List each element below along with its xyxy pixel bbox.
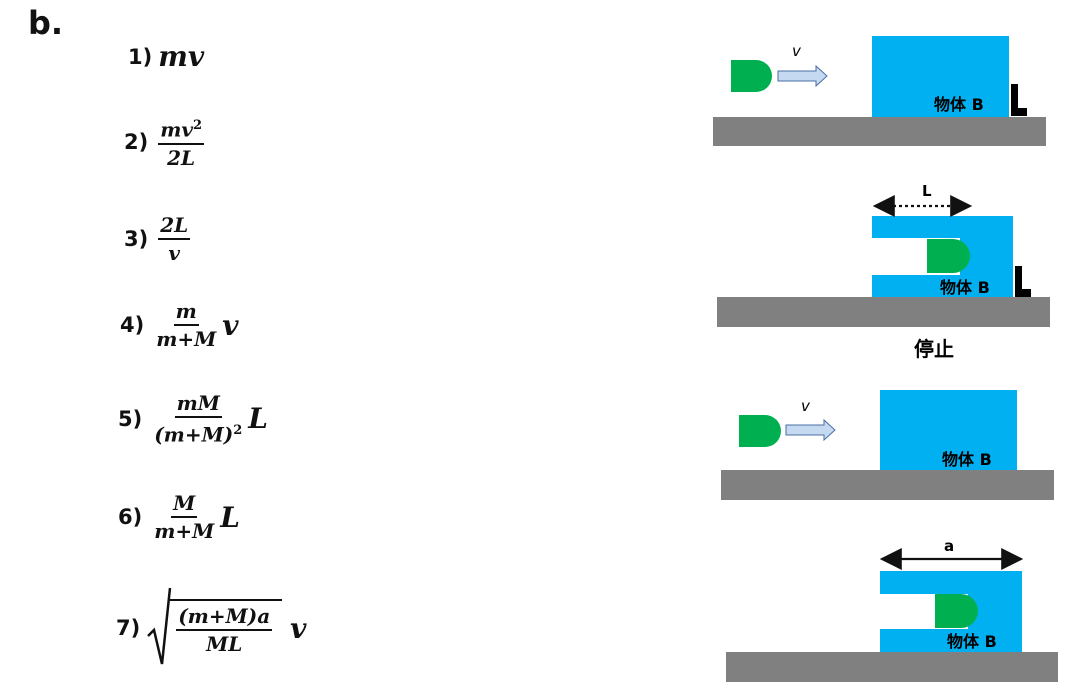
option-7: 7) (m+M)a ML v bbox=[116, 586, 306, 670]
option-number: 3) bbox=[124, 227, 149, 251]
bullet bbox=[739, 415, 781, 447]
option-number: 1) bbox=[128, 44, 153, 69]
section-label: b. bbox=[28, 4, 64, 42]
block-label: 物体 B bbox=[947, 632, 997, 651]
option-number: 4) bbox=[120, 313, 145, 337]
option-expression: mv bbox=[158, 40, 205, 73]
option-1: 1) mv bbox=[128, 40, 204, 73]
depth-label: a bbox=[944, 537, 954, 555]
fraction: (m+M)a ML bbox=[176, 603, 273, 657]
fraction: m m+M bbox=[154, 298, 218, 352]
option-3: 3) 2L v bbox=[124, 212, 194, 266]
block-b bbox=[872, 36, 1009, 117]
option-tail: L bbox=[248, 402, 268, 436]
block-label: 物体 B bbox=[942, 450, 992, 469]
fraction: M m+M bbox=[152, 490, 216, 544]
wall-stopper bbox=[1015, 266, 1031, 297]
option-number: 6) bbox=[118, 505, 143, 529]
fraction: mM (m+M)2 bbox=[152, 390, 244, 448]
block-b bbox=[872, 216, 1013, 297]
panel-4-embedded: 物体 B a bbox=[726, 537, 1058, 682]
option-number: 5) bbox=[118, 406, 143, 431]
option-6: 6) M m+M L bbox=[118, 490, 240, 544]
velocity-label: v bbox=[801, 397, 811, 415]
radical-sign bbox=[147, 587, 172, 665]
option-tail: v bbox=[290, 611, 307, 645]
block-b bbox=[880, 571, 1022, 652]
panel-2-stopped: 物体 B L 停止 bbox=[717, 182, 1050, 361]
velocity-label: v bbox=[792, 42, 802, 60]
fraction: mv2 2L bbox=[158, 113, 205, 171]
wall-stopper bbox=[1011, 84, 1027, 116]
wall-label: L bbox=[0, 0, 1, 1]
panel-1-before-collision: 物体 B v bbox=[713, 36, 1046, 146]
numerator: m bbox=[173, 298, 199, 326]
block-b bbox=[880, 390, 1017, 470]
floor bbox=[713, 117, 1046, 146]
denominator: m+M bbox=[154, 519, 215, 543]
denominator: m+M bbox=[156, 327, 217, 351]
floor bbox=[721, 470, 1054, 500]
panel-3-before-collision-no-wall: 物体 B v bbox=[721, 390, 1054, 500]
floor bbox=[717, 297, 1050, 327]
numerator: 2L bbox=[158, 212, 191, 240]
velocity-arrow bbox=[785, 418, 836, 442]
option-tail: L bbox=[220, 500, 240, 534]
option-tail: v bbox=[222, 308, 239, 342]
radicand: (m+M)a ML bbox=[170, 599, 283, 657]
option-4: 4) m m+M v bbox=[120, 298, 239, 352]
numerator: (m+M)a bbox=[176, 603, 273, 631]
floor bbox=[726, 652, 1058, 682]
bullet bbox=[935, 594, 978, 628]
option-2: 2) mv2 2L bbox=[124, 113, 208, 171]
fraction: 2L v bbox=[158, 212, 191, 266]
denominator: (m+M)2 bbox=[154, 422, 243, 447]
denominator: ML bbox=[206, 632, 243, 656]
numerator: mM bbox=[174, 390, 222, 418]
length-label: L bbox=[922, 182, 932, 200]
numerator: mv2 bbox=[158, 113, 205, 145]
velocity-arrow bbox=[777, 64, 828, 88]
option-number: 7) bbox=[116, 616, 141, 640]
option-number: 2) bbox=[124, 129, 149, 154]
denominator: 2L bbox=[167, 145, 196, 170]
bullet bbox=[731, 60, 772, 92]
block-label: 物体 B bbox=[934, 95, 984, 114]
bullet bbox=[927, 239, 970, 273]
denominator: v bbox=[168, 241, 181, 265]
numerator: M bbox=[171, 490, 198, 518]
option-5: 5) mM (m+M)2 L bbox=[118, 390, 268, 448]
block-label: 物体 B bbox=[940, 278, 990, 297]
stop-label: 停止 bbox=[914, 337, 954, 361]
